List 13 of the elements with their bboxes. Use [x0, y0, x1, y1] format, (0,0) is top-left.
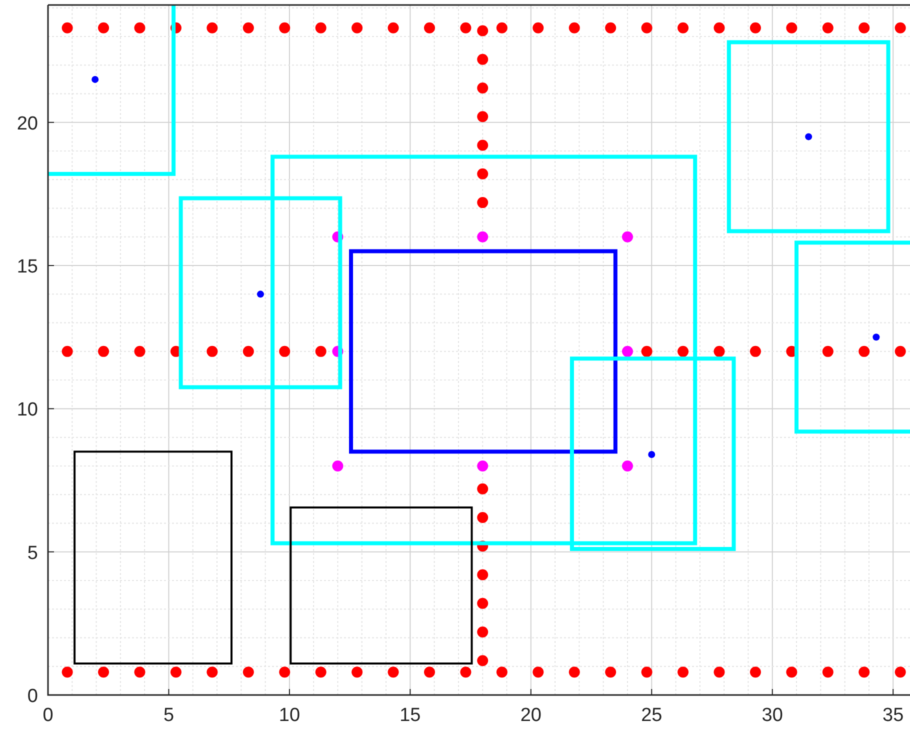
tick-label: 15 — [16, 256, 38, 278]
tick-label: 15 — [400, 705, 421, 726]
tick-label: 0 — [42, 705, 54, 726]
tick-label: 30 — [762, 705, 783, 726]
tick-label: 5 — [163, 705, 174, 726]
tick-label: 20 — [16, 113, 38, 134]
tick-label: 5 — [27, 542, 38, 564]
tick-label: 20 — [520, 705, 542, 726]
tick-label: 10 — [16, 400, 38, 421]
tick-label: 25 — [641, 705, 662, 726]
tick-label: 10 — [278, 705, 300, 726]
tick-label: 35 — [882, 705, 904, 726]
tick-label: 0 — [27, 686, 38, 707]
